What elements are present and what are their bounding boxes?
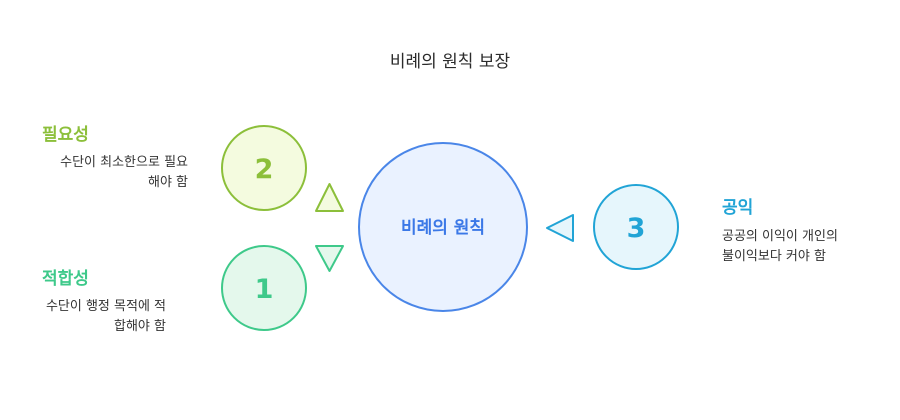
suitability-description-line: 합해야 함 bbox=[114, 319, 166, 334]
public-interest-description-line: 공공의 이익이 개인의 bbox=[722, 229, 838, 244]
suitability-description-line: 수단이 행정 목적에 적 bbox=[45, 299, 166, 314]
public-interest-description-line: 불이익보다 커야 함 bbox=[722, 249, 826, 264]
public-interest-description: 공공의 이익이 개인의 불이익보다 커야 함 bbox=[722, 227, 892, 267]
public-interest-number: 3 bbox=[627, 213, 646, 244]
diagram-title: 비례의 원칙 보장 bbox=[389, 52, 511, 72]
suitability-number: 1 bbox=[255, 274, 274, 305]
suitability-arrow-icon bbox=[315, 245, 344, 272]
necessity-number: 2 bbox=[255, 154, 274, 185]
necessity-description: 수단이 최소한으로 필요 해야 함 bbox=[20, 153, 188, 193]
public-interest-circle bbox=[593, 184, 679, 270]
center-label: 비례의 원칙 bbox=[401, 218, 485, 238]
public-interest-arrow-icon bbox=[546, 214, 574, 242]
public-interest-heading: 공익 bbox=[722, 198, 754, 218]
suitability-heading: 적합성 bbox=[42, 269, 89, 289]
center-circle bbox=[358, 142, 528, 312]
necessity-description-line: 수단이 최소한으로 필요 bbox=[60, 155, 188, 170]
necessity-arrow-icon bbox=[315, 183, 344, 212]
necessity-description-line: 해야 함 bbox=[147, 175, 188, 190]
suitability-circle bbox=[221, 245, 307, 331]
necessity-circle bbox=[221, 125, 307, 211]
suitability-description: 수단이 행정 목적에 적 합해야 함 bbox=[12, 297, 166, 337]
necessity-heading: 필요성 bbox=[42, 125, 89, 145]
